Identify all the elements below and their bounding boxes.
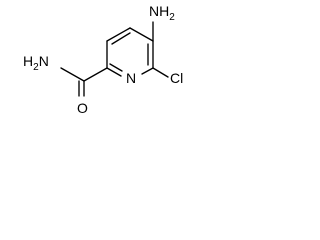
carbonyl-oxygen-label: O bbox=[77, 100, 88, 116]
ring-bond-c3-c4 bbox=[129, 27, 154, 42]
ring-bond-c5-n bbox=[141, 67, 154, 75]
ring-nitrogen-label: N bbox=[126, 70, 136, 86]
bond-c5-cl bbox=[152, 67, 169, 78]
amino-group-label: NH2 bbox=[149, 3, 175, 23]
bond-c1-carbonyl bbox=[83, 67, 108, 82]
pyridine-ring bbox=[106, 27, 154, 77]
chemical-structure-diagram: NH2 H2N O N Cl bbox=[23, 3, 183, 116]
ring-bond-c1-c2 bbox=[106, 27, 131, 42]
ring-bond-n-c6 bbox=[106, 67, 122, 77]
ring-bond-n-c6-inner bbox=[109, 63, 123, 72]
bond-carbonyl-n bbox=[60, 67, 85, 82]
chlorine-label: Cl bbox=[170, 70, 183, 86]
ring-bond-c1-c2-inner bbox=[111, 32, 131, 45]
amide-nitrogen-label: H2N bbox=[23, 53, 49, 73]
